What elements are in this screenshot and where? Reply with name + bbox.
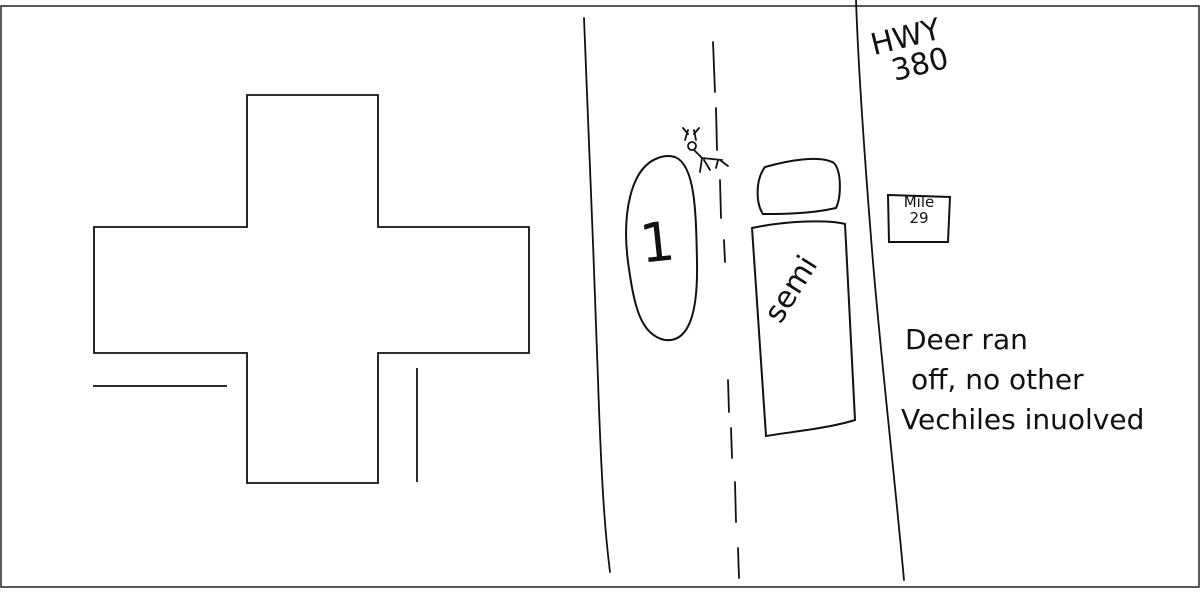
highway-road — [583, 0, 905, 581]
semi-cab — [756, 157, 841, 216]
road-right-edge — [855, 0, 905, 581]
deer-icon — [682, 127, 729, 173]
road-left-edge — [583, 17, 611, 573]
intersection-template — [93, 94, 530, 484]
mile-marker-sign — [886, 193, 952, 243]
road-centerline-dashed — [712, 41, 740, 579]
semi-trailer — [750, 220, 857, 438]
diagram-border — [0, 5, 1200, 588]
semi-truck — [750, 157, 857, 438]
intersection-cross — [93, 94, 530, 484]
vehicle-1-outline — [625, 154, 699, 342]
